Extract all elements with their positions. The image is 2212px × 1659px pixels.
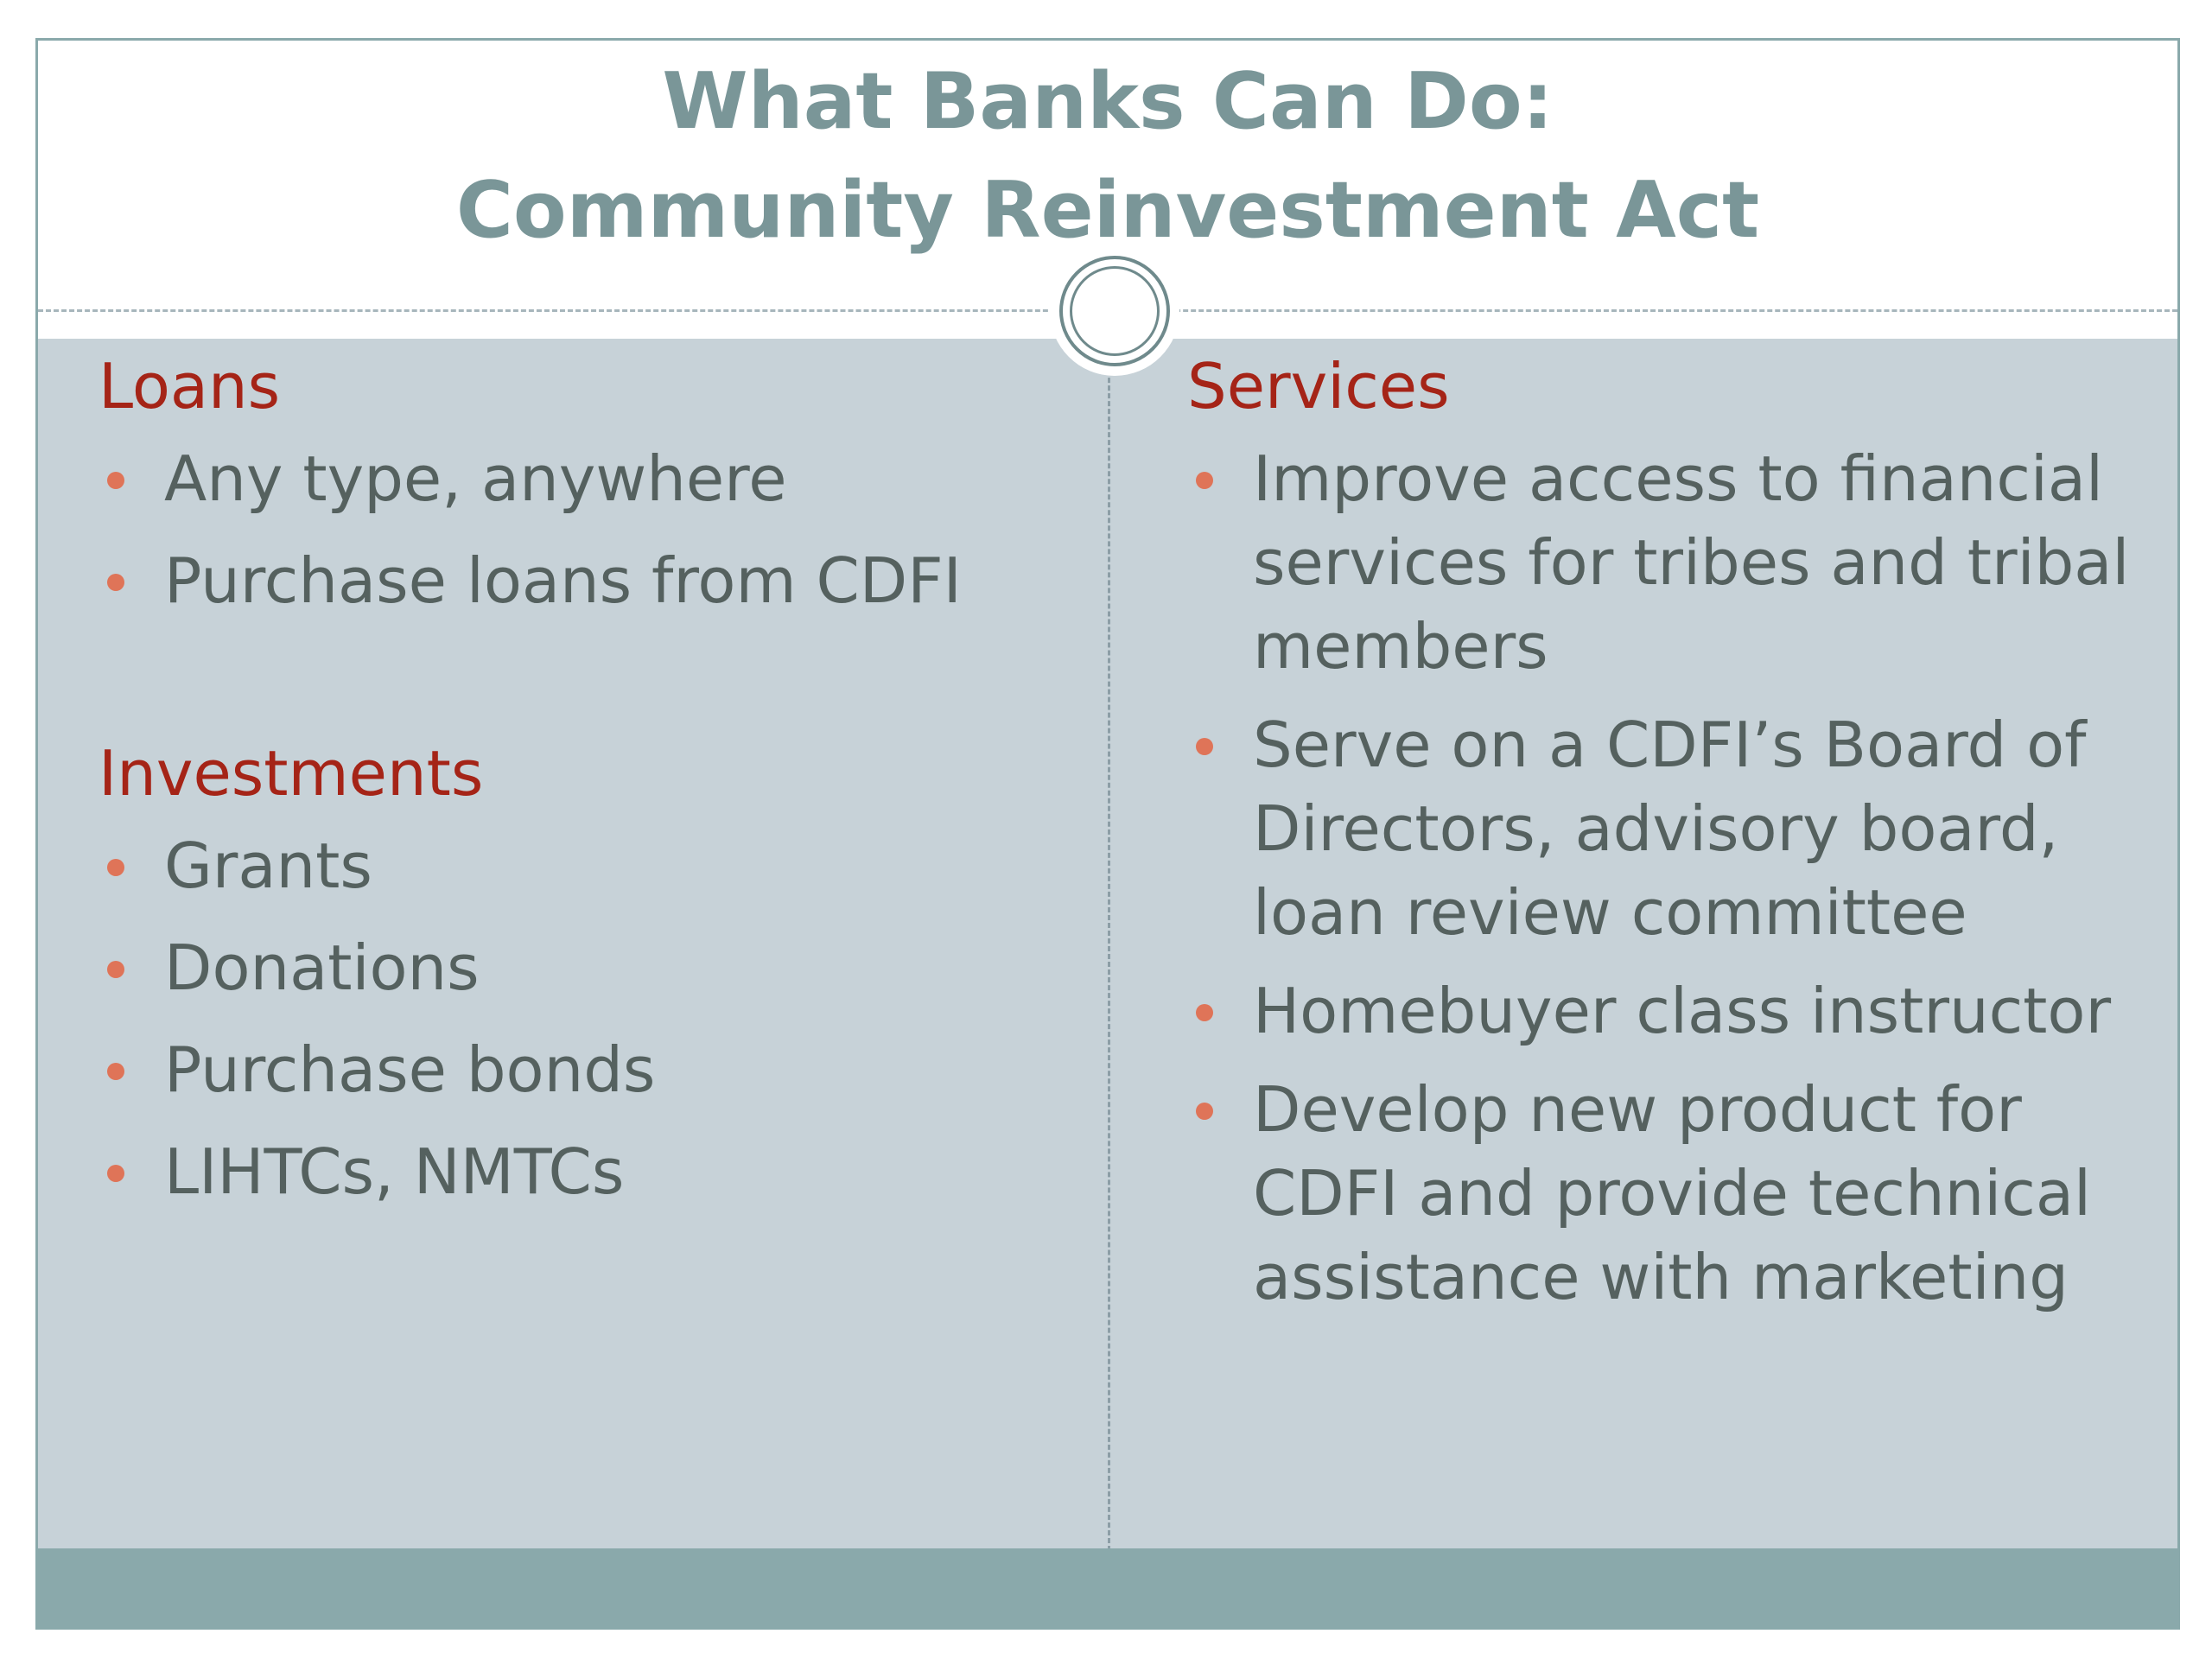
column-divider [1108,339,1110,1551]
list-item-text: Donations [164,931,480,1004]
bullet-icon [107,859,124,876]
section-heading-investments: Investments [99,737,484,810]
list-item: Develop new product for CDFI and provide… [1187,1068,2164,1319]
list-item: Donations [99,926,1084,1010]
investments-list: Grants Donations Purchase bonds LIHTCs, … [99,824,1084,1214]
right-column: Services Improve access to financial ser… [1187,339,2164,1319]
list-item-text: Purchase bonds [164,1033,656,1106]
bullet-icon [1196,738,1213,755]
list-item-text: Serve on a CDFI’s Board of Directors, ad… [1253,709,2087,949]
list-item: Purchase bonds [99,1028,1084,1112]
footer-bar [38,1548,2177,1627]
list-item: LIHTCs, NMTCs [99,1130,1084,1214]
section-heading-services: Services [1187,350,1450,423]
bullet-icon [107,574,124,591]
list-item: Any type, anywhere [99,437,1084,521]
bullet-icon [107,472,124,489]
bullet-icon [107,1165,124,1182]
slide-title-line-2: Community Reinvestment Act [455,165,1760,256]
list-item-text: Homebuyer class instructor [1253,975,2112,1047]
list-item: Serve on a CDFI’s Board of Directors, ad… [1187,703,2164,955]
list-item-text: Purchase loans from CDFI [164,544,962,617]
bullet-icon [1196,472,1213,489]
list-item: Homebuyer class instructor [1187,969,2164,1053]
bullet-icon [107,961,124,978]
slide-title-line-1: What Banks Can Do: [662,56,1554,147]
bullet-icon [1196,1103,1213,1120]
bullet-icon [1196,1004,1213,1021]
list-item-text: Develop new product for CDFI and provide… [1253,1073,2091,1313]
list-item-text: Grants [164,830,372,902]
section-heading-loans: Loans [99,350,281,423]
list-item: Grants [99,824,1084,908]
list-item-text: LIHTCs, NMTCs [164,1135,625,1208]
slide: What Banks Can Do: Community Reinvestmen… [35,38,2180,1630]
list-item-text: Improve access to financial services for… [1253,442,2130,683]
loans-list: Any type, anywhere Purchase loans from C… [99,437,1084,623]
medallion-inner-ring [1070,266,1160,356]
services-list: Improve access to financial services for… [1187,437,2164,1319]
list-item-text: Any type, anywhere [164,442,787,515]
list-item: Improve access to financial services for… [1187,437,2164,689]
list-item: Purchase loans from CDFI [99,539,1084,623]
bullet-icon [107,1063,124,1080]
left-column: Loans Any type, anywhere Purchase loans … [99,339,1084,1214]
